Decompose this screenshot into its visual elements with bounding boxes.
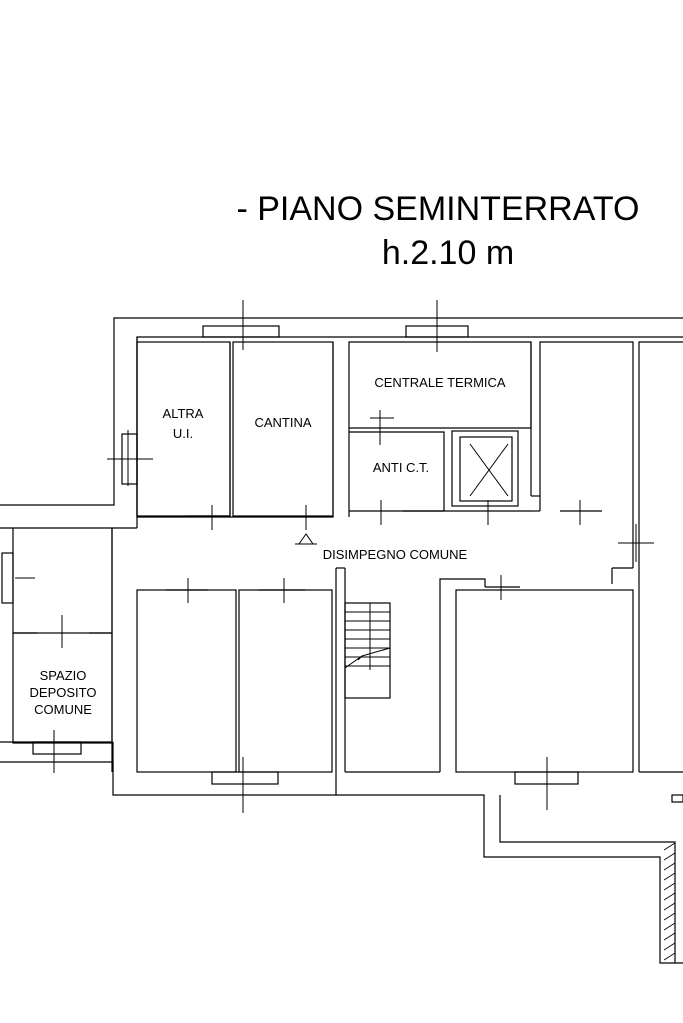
room-label-cantina: CANTINA: [254, 415, 311, 430]
room-label-ui: U.I.: [173, 426, 193, 441]
windows: [1, 325, 683, 803]
room-label-centrale-termica: CENTRALE TERMICA: [374, 375, 506, 390]
centrale-termica-block: [348, 341, 532, 517]
room-label-deposito: DEPOSITO: [30, 685, 97, 700]
doors: [166, 510, 602, 591]
hatched-wall: [663, 842, 676, 961]
corridor-walls: [112, 511, 640, 795]
room-label-altra: ALTRA: [163, 406, 204, 421]
plan-title: - PIANO SEMINTERRATO: [236, 190, 639, 228]
north-west-rooms: [136, 341, 334, 517]
north-east-rooms: [530, 341, 683, 512]
room-label-comune: COMUNE: [34, 702, 92, 717]
room-label-anti-ct: ANTI C.T.: [373, 460, 429, 475]
outer-walls: [0, 317, 683, 964]
reference-crosses: [15, 300, 654, 813]
room-label-spazio: SPAZIO: [40, 668, 87, 683]
west-walls: [0, 528, 114, 772]
plan-height: h.2.10 m: [382, 234, 514, 272]
south-rooms: [136, 589, 683, 773]
level-marker-icon: [295, 505, 317, 545]
stair: [344, 602, 391, 699]
room-label-disimpegno: DISIMPEGNO COMUNE: [323, 547, 468, 562]
